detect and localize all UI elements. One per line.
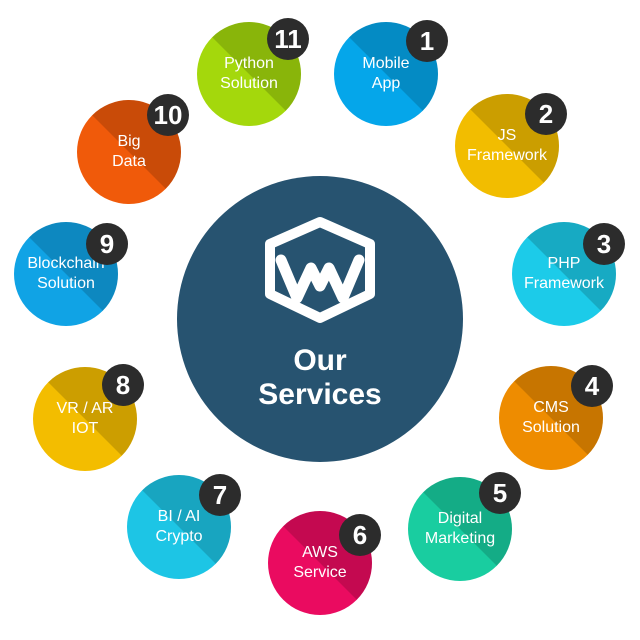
- service-label: AWS Service: [268, 511, 372, 615]
- service-label: VR / AR IOT: [33, 367, 137, 471]
- service-label-line1: CMS: [533, 399, 569, 416]
- service-label-line2: IOT: [71, 420, 99, 437]
- service-label: Big Data: [77, 100, 181, 204]
- service-label: Python Solution: [197, 22, 301, 126]
- service-label-line2: Framework: [523, 275, 604, 292]
- number-badge: 4: [571, 365, 613, 407]
- number-badge: 8: [102, 364, 144, 406]
- service-label-line2: Solution: [220, 75, 278, 92]
- center-hub: Our Services: [177, 176, 463, 462]
- service-label-line2: Solution: [522, 419, 580, 436]
- service-label: JS Framework: [455, 94, 559, 198]
- service-label-line2: Data: [112, 153, 146, 170]
- service-label-line2: Crypto: [155, 528, 203, 545]
- hexagon-w-logo-icon: [265, 217, 375, 323]
- service-label-line1: PHP: [547, 255, 581, 272]
- hub-title: Our Services: [177, 344, 463, 412]
- service-label: CMS Solution: [499, 366, 603, 470]
- service-label: Digital Marketing: [408, 477, 512, 581]
- service-label: Blockchain Solution: [14, 222, 118, 326]
- number-badge: 7: [199, 474, 241, 516]
- number-badge: 5: [479, 472, 521, 514]
- number-badge: 6: [339, 514, 381, 556]
- service-label-line2: Solution: [37, 275, 95, 292]
- service-label-line2: Framework: [466, 147, 547, 164]
- number-badge: 10: [147, 94, 189, 136]
- hub-title-line1: Our: [293, 344, 347, 377]
- service-label-line1: Big: [117, 133, 141, 150]
- number-badge: 1: [406, 20, 448, 62]
- service-label-line2: App: [371, 75, 401, 92]
- hub-title-line2: Services: [258, 378, 382, 411]
- service-label-line2: Marketing: [424, 530, 496, 547]
- service-label-line1: Python: [224, 55, 274, 72]
- number-badge: 11: [267, 18, 309, 60]
- service-label-line1: Digital: [437, 510, 483, 527]
- number-badge: 2: [525, 93, 567, 135]
- service-label-line1: BI / AI: [157, 508, 201, 525]
- service-label-line1: VR / AR: [56, 400, 114, 417]
- service-label-line2: Service: [293, 564, 347, 581]
- service-label-line1: AWS: [302, 544, 338, 561]
- service-label-line1: Blockchain: [27, 255, 105, 272]
- service-label-line1: JS: [497, 127, 517, 144]
- number-badge: 9: [86, 223, 128, 265]
- number-badge: 3: [583, 223, 625, 265]
- service-label: BI / AI Crypto: [127, 475, 231, 579]
- service-label-line1: Mobile: [362, 55, 410, 72]
- service-label: Mobile App: [334, 22, 438, 126]
- service-label: PHP Framework: [512, 222, 616, 326]
